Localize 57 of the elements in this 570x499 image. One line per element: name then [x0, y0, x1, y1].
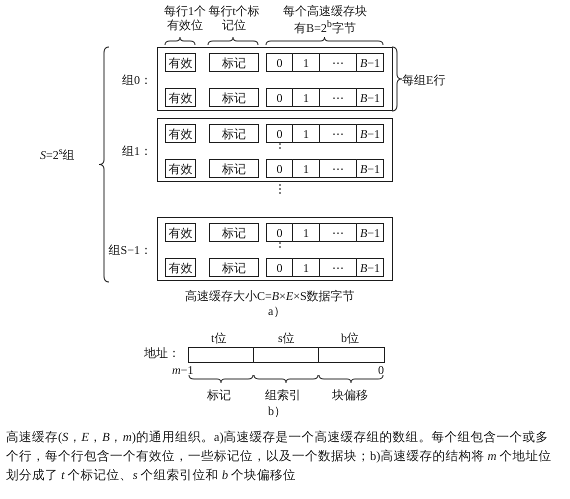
data-byte-cell: ⋯ — [319, 159, 357, 178]
valid-bit-cell: 有效 — [165, 53, 196, 72]
valid-bit-cell: 有效 — [165, 223, 196, 242]
field-name-label: 块偏移 — [332, 388, 368, 402]
data-byte-cell: B−1 — [356, 88, 384, 107]
header-label: 每行1个有效位 — [163, 4, 207, 32]
tag-cell: 标记 — [209, 88, 259, 107]
tag-cell: 标记 — [209, 159, 259, 178]
valid-bit-cell: 有效 — [165, 258, 196, 277]
field-width-label: t位 — [211, 331, 226, 345]
address-label: 地址： — [144, 346, 180, 360]
data-byte-cell: 0 — [266, 258, 293, 277]
side-label: S=2$^{s}$组 — [40, 145, 75, 162]
tag-cell: 标记 — [209, 124, 259, 143]
set-label: 组1： — [122, 144, 152, 158]
data-byte-cell: B−1 — [356, 124, 384, 143]
valid-bit-cell: 有效 — [165, 159, 196, 178]
data-byte-cell: ⋯ — [319, 53, 357, 72]
header-label: 每行t个标记位 — [208, 4, 260, 32]
data-byte-cell: 1 — [292, 223, 320, 242]
data-byte-cell: 1 — [292, 88, 320, 107]
field-name-label: 组索引 — [265, 388, 301, 402]
data-byte-cell: 0 — [266, 88, 293, 107]
data-byte-cell: 1 — [292, 53, 320, 72]
bit-index-label: 0 — [378, 363, 384, 377]
data-byte-cell: 0 — [266, 124, 293, 143]
data-byte-cell: 1 — [292, 124, 320, 143]
tag-cell: 标记 — [209, 53, 259, 72]
valid-bit-cell: 有效 — [165, 88, 196, 107]
data-byte-cell: B−1 — [356, 223, 384, 242]
data-byte-cell: 1 — [292, 258, 320, 277]
data-byte-cell: 0 — [266, 223, 293, 242]
data-byte-cell: ⋯ — [319, 258, 357, 277]
data-byte-cell: ⋯ — [319, 223, 357, 242]
field-width-label: b位 — [341, 331, 359, 345]
figure-caption: 高速缓存(S，E，B，m)的通用组织。a)高速缓存是一个高速缓存组的数组。每个组包含一个或多个行，每个行包含一个有效位，一些标记位，以及一个数据块；b)高速缓存的结构将 m 个地址位划分成了 t 个标记位、s 个组索引位和 b 个块偏移位 — [6, 429, 553, 484]
data-byte-cell: 0 — [266, 159, 293, 178]
field-name-label: 标记 — [207, 388, 231, 402]
data-byte-cell: ⋯ — [319, 88, 357, 107]
tag-cell: 标记 — [209, 258, 259, 277]
data-byte-cell: 0 — [266, 53, 293, 72]
header-label: 每个高速缓存块有B=2$^{b}$字节 — [282, 4, 368, 35]
side-label: 每组E行 — [402, 73, 446, 87]
data-byte-cell: ⋯ — [319, 124, 357, 143]
field-width-label: s位 — [278, 331, 295, 345]
valid-bit-cell: 有效 — [165, 124, 196, 143]
set-label: 组S−1： — [108, 243, 152, 257]
size-label: 高速缓存大小C=B×E×S数据字节 — [185, 289, 355, 303]
set-label: 组0： — [122, 73, 152, 87]
tag-cell: 标记 — [209, 223, 259, 242]
subfigure-label: b） — [268, 404, 286, 418]
data-byte-cell: 1 — [292, 159, 320, 178]
data-byte-cell: B−1 — [356, 53, 384, 72]
bit-index-label: m−1 — [172, 363, 194, 377]
subfigure-label: a） — [268, 304, 286, 318]
data-byte-cell: B−1 — [356, 159, 384, 178]
data-byte-cell: B−1 — [356, 258, 384, 277]
